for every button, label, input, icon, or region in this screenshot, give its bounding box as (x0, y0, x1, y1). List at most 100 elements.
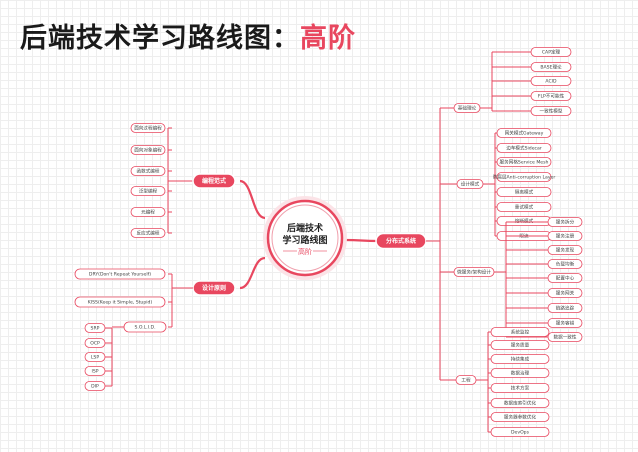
group-1-item-label: 防腐层Anti-corruption Layer (493, 174, 556, 181)
group-2-item[interactable]: 服务拆分 (547, 217, 583, 227)
group-1-item[interactable]: 隔离模式 (496, 187, 552, 197)
branch-programming-label: 编程范式 (202, 177, 226, 185)
principle-kiss[interactable]: KISS(Keep it Simple, Stupid) (74, 296, 166, 308)
group-2-item-label: 服务容错 (556, 320, 575, 327)
group-2-item-label: 配置中心 (556, 275, 575, 282)
solid-item[interactable]: DIP (84, 381, 106, 391)
group-1-item[interactable]: 边车模式Sidecar (496, 143, 552, 153)
group-2-item[interactable]: 数据一致性 (547, 332, 583, 342)
group-2-item[interactable]: 服务注册 (547, 231, 583, 241)
group-3[interactable]: 工程 (455, 375, 477, 385)
group-1-item[interactable]: 防腐层Anti-corruption Layer (493, 172, 556, 182)
group-1-item-label: 隔离模式 (515, 189, 534, 196)
programming-item-label: 泛型编程 (139, 188, 158, 195)
group-1-item[interactable]: 熔断模式 (496, 216, 552, 226)
group-2-item[interactable]: 配置中心 (547, 273, 583, 283)
programming-item[interactable]: 元编程 (130, 207, 166, 217)
group-2-item-label: 数据一致性 (554, 334, 577, 341)
group-1-item[interactable]: 服务网格Service Mesh (496, 157, 552, 167)
group-2-item-label: 服务发现 (556, 247, 575, 254)
group-2-item[interactable]: 服务容错 (547, 318, 583, 328)
group-3-item-label: 系统监控 (511, 329, 530, 336)
group-2-item[interactable]: 服务发现 (547, 245, 583, 255)
group-3-item-label: 服务器参数优化 (504, 414, 537, 421)
group-1-item-label: 边车模式Sidecar (506, 145, 542, 152)
group-3-item[interactable]: DevOps (490, 427, 550, 437)
branch-programming[interactable]: 编程范式 (192, 173, 236, 189)
group-1-item-label: 服务网格Service Mesh (500, 159, 549, 166)
solid-item[interactable]: OCP (84, 338, 106, 348)
group-2-item[interactable]: 链路追踪 (547, 303, 583, 313)
principle-kiss-label: KISS(Keep it Simple, Stupid) (88, 300, 153, 306)
group-3-item[interactable]: 系统监控 (490, 327, 550, 337)
solid-item-label: ISP (91, 369, 98, 375)
branch-distributed-label: 分布式系统 (386, 237, 416, 245)
group-1-item-label: 网关模式Gateway (505, 130, 544, 137)
group-3-item-label: 技术方案 (511, 385, 530, 392)
group-3-item[interactable]: 数据库索引优化 (490, 398, 550, 408)
group-0-item[interactable]: FLP不可能性 (530, 91, 572, 101)
group-2-label: 微服务/架构设计 (457, 269, 491, 276)
group-1-item-label: 熔断模式 (515, 218, 534, 225)
group-3-item[interactable]: 服务器参数优化 (490, 412, 550, 422)
principle-solid-label: S.O.L.I.D. (134, 325, 155, 331)
solid-item-label: OCP (90, 341, 100, 347)
group-0-label: 基础理论 (458, 105, 477, 112)
group-0-item-label: BASE理论 (540, 64, 562, 71)
group-1-item[interactable]: 重试模式 (496, 202, 552, 212)
connector (239, 256, 266, 290)
principle-solid[interactable]: S.O.L.I.D. (123, 321, 167, 333)
group-3-item-label: 数据库索引优化 (504, 400, 537, 407)
group-2-item-label: 服务网关 (556, 290, 575, 297)
group-3-item-label: 持续集成 (511, 356, 530, 363)
solid-item-label: SRP (91, 326, 100, 332)
group-3-label: 工程 (461, 377, 471, 384)
programming-item-label: 反应式编程 (137, 230, 160, 237)
group-3-item[interactable]: 持续集成 (490, 354, 550, 364)
branch-design-principles[interactable]: 设计原则 (192, 280, 236, 296)
programming-item[interactable]: 反应式编程 (130, 228, 166, 238)
group-0[interactable]: 基础理论 (453, 103, 481, 113)
center-line3: 高阶 (298, 247, 312, 256)
group-0-item-label: FLP不可能性 (538, 93, 565, 100)
principle-dry[interactable]: DRY(Don't Repeat Yourself) (74, 268, 166, 280)
solid-item[interactable]: SRP (84, 323, 106, 333)
center-line2: 学习路线图 (282, 234, 327, 246)
group-0-item-label: CAP定理 (542, 49, 561, 56)
group-1-label: 设计模式 (461, 181, 480, 188)
group-2-item[interactable]: 负载均衡 (547, 259, 583, 269)
group-1-item[interactable]: 网关模式Gateway (496, 128, 552, 138)
group-2-item-label: 服务注册 (556, 233, 575, 240)
group-3-item-label: 数据治理 (511, 370, 530, 377)
connector (239, 179, 266, 220)
group-1[interactable]: 设计模式 (456, 179, 484, 189)
principle-dry-label: DRY(Don't Repeat Yourself) (89, 272, 151, 278)
programming-item[interactable]: 泛型编程 (130, 186, 166, 196)
group-3-item-label: DevOps (511, 430, 530, 436)
programming-item-label: 面向对象编程 (134, 147, 162, 154)
group-2-item-label: 服务拆分 (556, 219, 575, 226)
group-2-item[interactable]: 服务网关 (547, 288, 583, 298)
programming-item-label: 面向过程编程 (134, 125, 162, 132)
group-3-item[interactable]: 数据治理 (490, 368, 550, 378)
solid-item-label: LSP (91, 355, 99, 361)
programming-item[interactable]: 函数式编程 (130, 166, 166, 176)
group-0-item[interactable]: ACID (530, 76, 572, 86)
group-3-item-label: 服务质量 (511, 342, 530, 349)
solid-item[interactable]: ISP (84, 366, 106, 376)
group-0-item-label: ACID (545, 79, 557, 85)
page-title-accent: 高阶 (300, 23, 356, 54)
programming-item[interactable]: 面向过程编程 (130, 123, 166, 133)
group-1-item-label: 重试模式 (515, 204, 534, 211)
group-3-item[interactable]: 技术方案 (490, 383, 550, 393)
group-0-item[interactable]: CAP定理 (530, 47, 572, 57)
group-0-item[interactable]: 一致性模型 (530, 106, 572, 116)
group-3-item[interactable]: 服务质量 (490, 340, 550, 350)
programming-item[interactable]: 面向对象编程 (130, 145, 166, 155)
group-2[interactable]: 微服务/架构设计 (453, 267, 495, 277)
solid-item[interactable]: LSP (84, 352, 106, 362)
branch-distributed[interactable]: 分布式系统 (375, 232, 427, 250)
group-0-item[interactable]: BASE理论 (530, 62, 572, 72)
